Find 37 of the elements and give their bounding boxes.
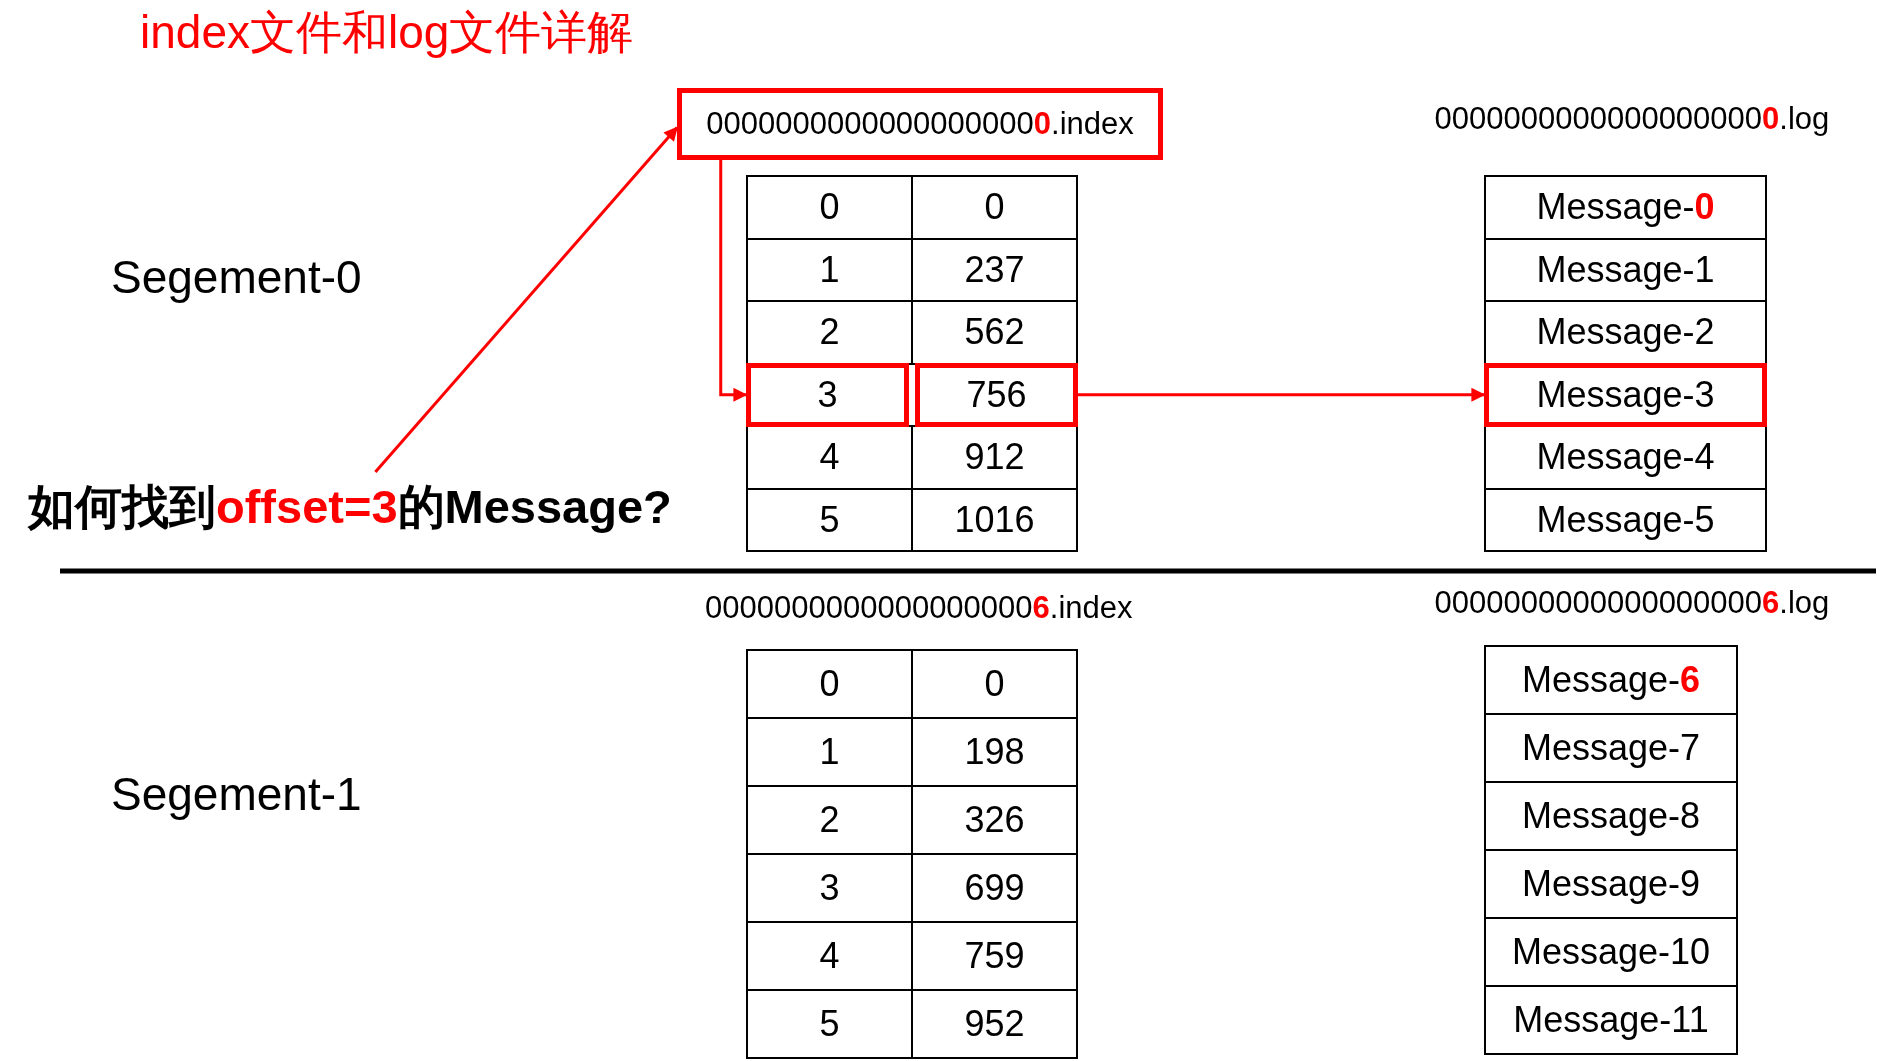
message-cell: Message-10 — [1484, 917, 1738, 987]
title: index文件和log文件详解 — [140, 5, 634, 60]
message-cell: Message-9 — [1484, 849, 1738, 919]
arrow — [1078, 387, 1486, 402]
position-cell: 562 — [911, 300, 1078, 365]
message-cell: Message-7 — [1484, 713, 1738, 783]
position-cell: 756 — [915, 362, 1078, 427]
message-cell: Message-6 — [1484, 645, 1738, 715]
question-text: 如何找到offset=3的Message? — [28, 472, 696, 542]
offset-cell: 3 — [746, 362, 909, 427]
segment-label: Segement-0 — [111, 250, 362, 304]
message-cell: Message-8 — [1484, 781, 1738, 851]
arrow — [719, 160, 748, 402]
message-cell: Message-0 — [1484, 175, 1767, 240]
offset-cell: 2 — [746, 300, 913, 365]
segment-label: Segement-1 — [111, 767, 362, 821]
file-name: 00000000000000000006.log — [1434, 585, 1830, 621]
offset-cell: 4 — [746, 425, 913, 490]
message-cell: Message-3 — [1484, 362, 1767, 427]
message-cell: Message-1 — [1484, 237, 1767, 302]
message-cell: Message-5 — [1484, 487, 1767, 552]
message-cell: Message-2 — [1484, 300, 1767, 365]
position-cell: 1016 — [911, 487, 1078, 552]
offset-cell: 5 — [746, 989, 913, 1059]
file-name: 00000000000000000000.log — [1434, 101, 1830, 137]
message-cell: Message-11 — [1484, 985, 1738, 1055]
file-name-box: 00000000000000000000.index — [677, 88, 1163, 160]
message-cell: Message-4 — [1484, 425, 1767, 490]
offset-cell: 0 — [746, 175, 913, 240]
arrow — [374, 126, 679, 473]
position-cell: 912 — [911, 425, 1078, 490]
position-cell: 0 — [911, 175, 1078, 240]
offset-cell: 5 — [746, 487, 913, 552]
file-name: 00000000000000000006.index — [705, 590, 1133, 626]
offset-cell: 0 — [746, 649, 913, 719]
position-cell: 0 — [911, 649, 1078, 719]
position-cell: 952 — [911, 989, 1078, 1059]
